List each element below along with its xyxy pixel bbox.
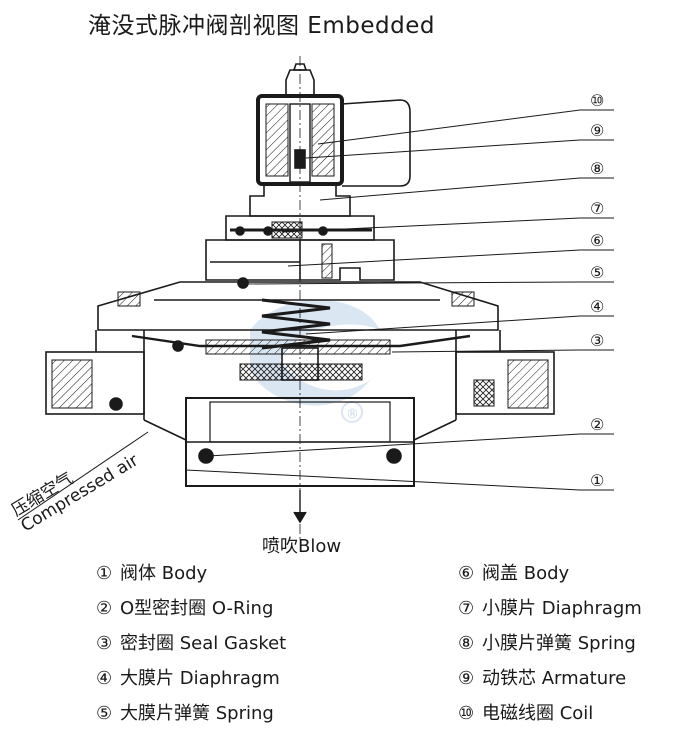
registered-mark: ®: [346, 407, 359, 422]
connector-box: [341, 99, 411, 187]
upper-housing: [97, 281, 499, 331]
blow-label: 喷吹Blow: [262, 536, 341, 557]
callout-6: ⑥: [590, 231, 604, 250]
valve-cover: [205, 239, 395, 281]
callout-9: ⑨: [590, 121, 604, 140]
callout-10: ⑩: [590, 91, 604, 110]
callout-4: ④: [590, 297, 604, 316]
diagram-title: 淹没式脉冲阀剖视图 Embedded: [88, 13, 435, 39]
callout-5: ⑤: [590, 263, 604, 282]
valve-body: [185, 397, 415, 487]
callout-8: ⑧: [590, 159, 604, 178]
callout-2: ②: [590, 415, 604, 434]
callout-3: ③: [590, 331, 604, 350]
o-ring-right: [386, 448, 402, 464]
callout-1: ①: [590, 471, 604, 490]
callout-numbers: ⑩ ⑨ ⑧ ⑦ ⑥ ⑤ ④ ③ ② ①: [590, 91, 604, 490]
callout-7: ⑦: [590, 199, 604, 218]
